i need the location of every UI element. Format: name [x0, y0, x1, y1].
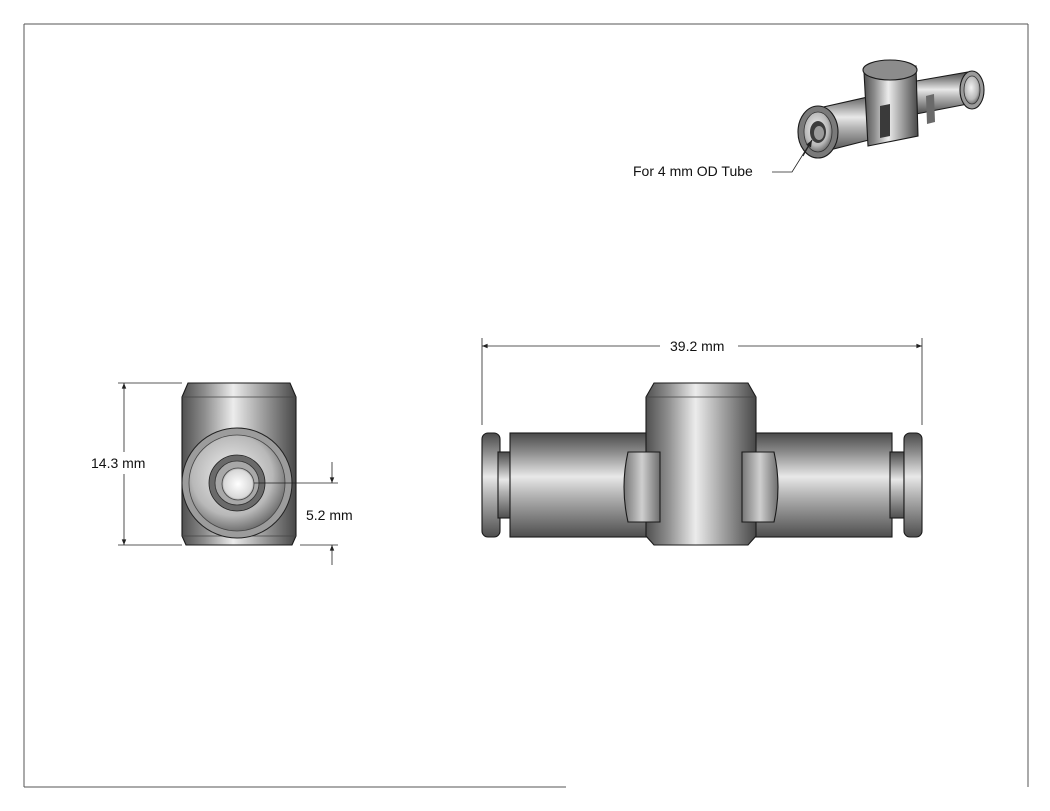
tube-callout-text: For 4 mm OD Tube [633, 163, 753, 179]
end-view-bore [221, 467, 255, 501]
iso-top-face [862, 59, 918, 81]
front-view [481, 338, 923, 546]
end-view [118, 382, 338, 565]
front-left-flat [623, 451, 661, 523]
sheet-border [23, 23, 1029, 788]
front-right-flat [741, 451, 779, 523]
length-dimension-text: 39.2 mm [670, 338, 724, 354]
isometric-view [772, 59, 985, 173]
port-diameter-text: 5.2 mm [306, 507, 353, 523]
front-left-collet [481, 432, 501, 538]
front-right-collet [903, 432, 923, 538]
front-center-body [645, 382, 757, 546]
callout-leader [772, 139, 813, 173]
height-dimension-text: 14.3 mm [91, 455, 145, 471]
